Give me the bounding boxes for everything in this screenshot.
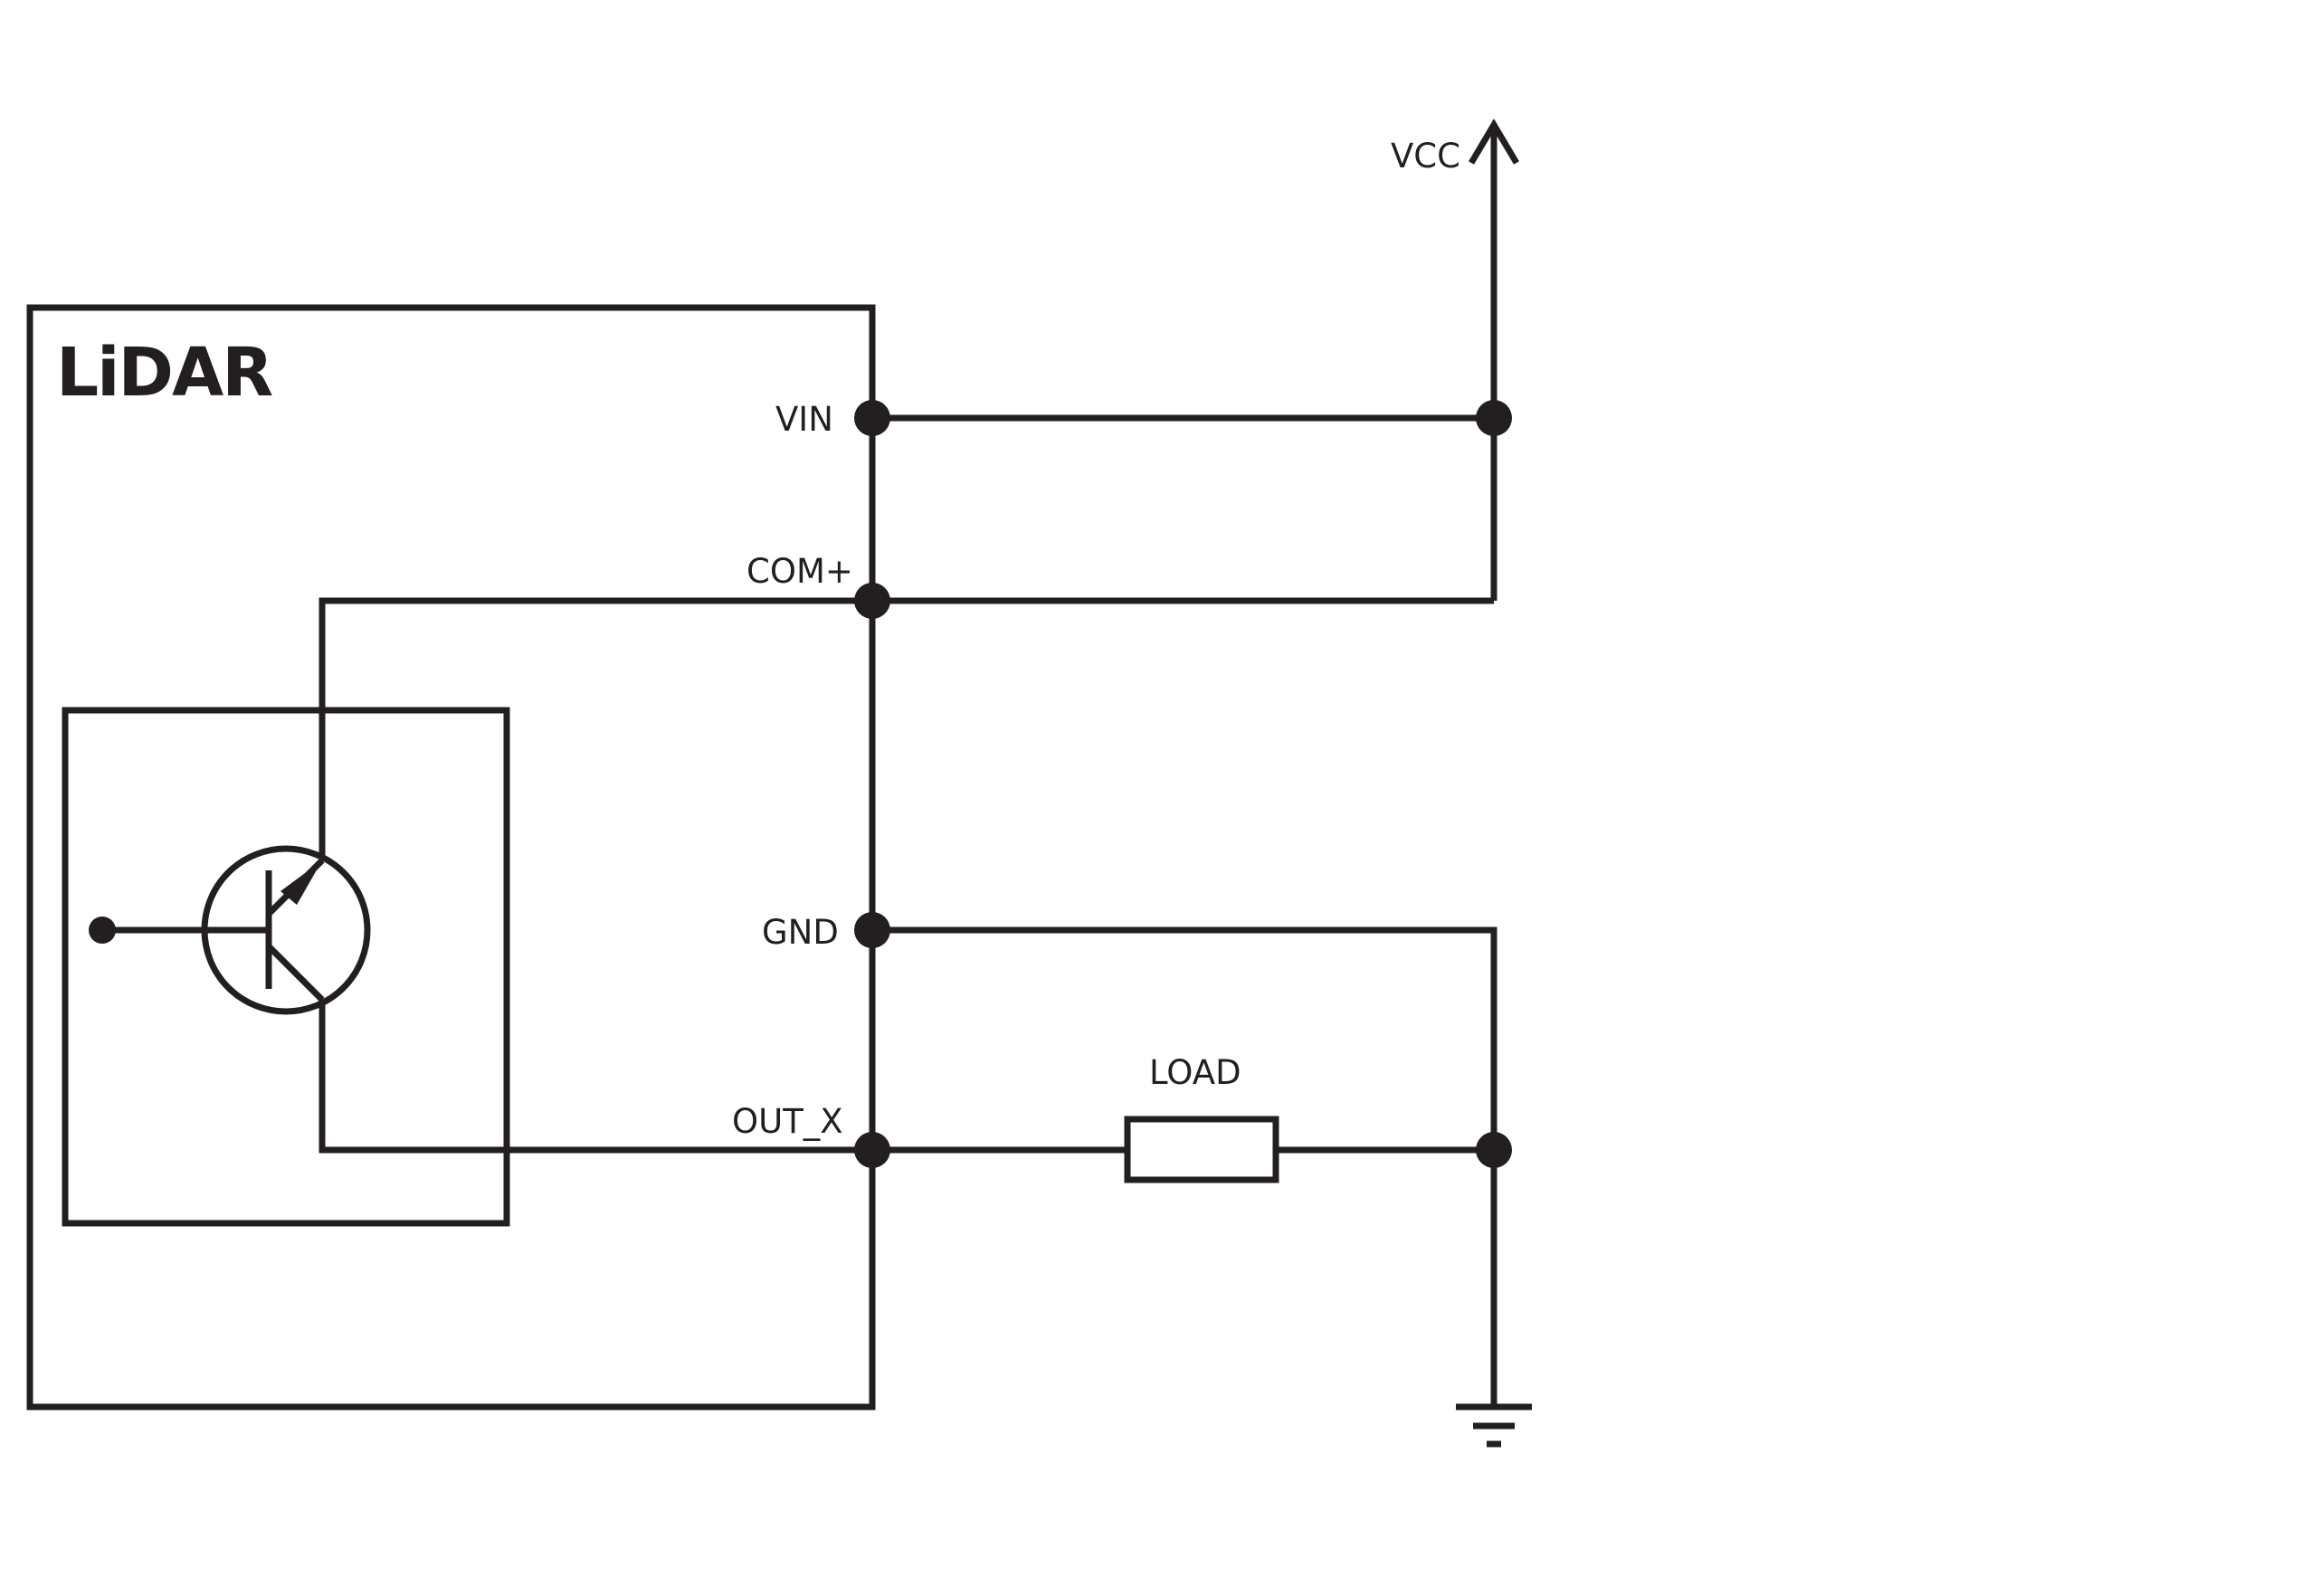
vcc-label: VCC xyxy=(1391,137,1460,176)
pnp-transistor-symbol xyxy=(89,845,371,1015)
vcc-arrow-icon xyxy=(1468,119,1520,165)
emitter-arrow-icon xyxy=(280,860,322,905)
load-resistor xyxy=(1124,1116,1279,1183)
lidar-title: LiDAR xyxy=(56,334,272,412)
com-plus-pin-label: COM+ xyxy=(746,552,853,591)
ground-symbol-icon xyxy=(1456,1403,1532,1448)
vin-pin-label: VIN xyxy=(775,400,833,439)
base-input-node xyxy=(89,917,116,944)
out-x-pin-label: OUT_X xyxy=(732,1102,843,1141)
out-x-pin-node xyxy=(854,1132,890,1168)
vin-pin-node xyxy=(854,400,890,436)
ground-junction-node xyxy=(1476,1132,1512,1168)
lidar-module-box xyxy=(26,304,876,1411)
collector-to-out-wire xyxy=(319,1000,872,1154)
output-stage-box xyxy=(62,707,510,1227)
gnd-pin-label: GND xyxy=(762,913,839,952)
gnd-wire xyxy=(872,926,1498,1407)
vcc-junction-node xyxy=(1476,400,1512,436)
com-plus-pin-node xyxy=(854,583,890,619)
transistor-collector-leg xyxy=(266,944,325,1002)
load-label: LOAD xyxy=(1149,1053,1241,1092)
emitter-to-com-wire xyxy=(319,597,872,860)
gnd-pin-node xyxy=(854,912,890,948)
